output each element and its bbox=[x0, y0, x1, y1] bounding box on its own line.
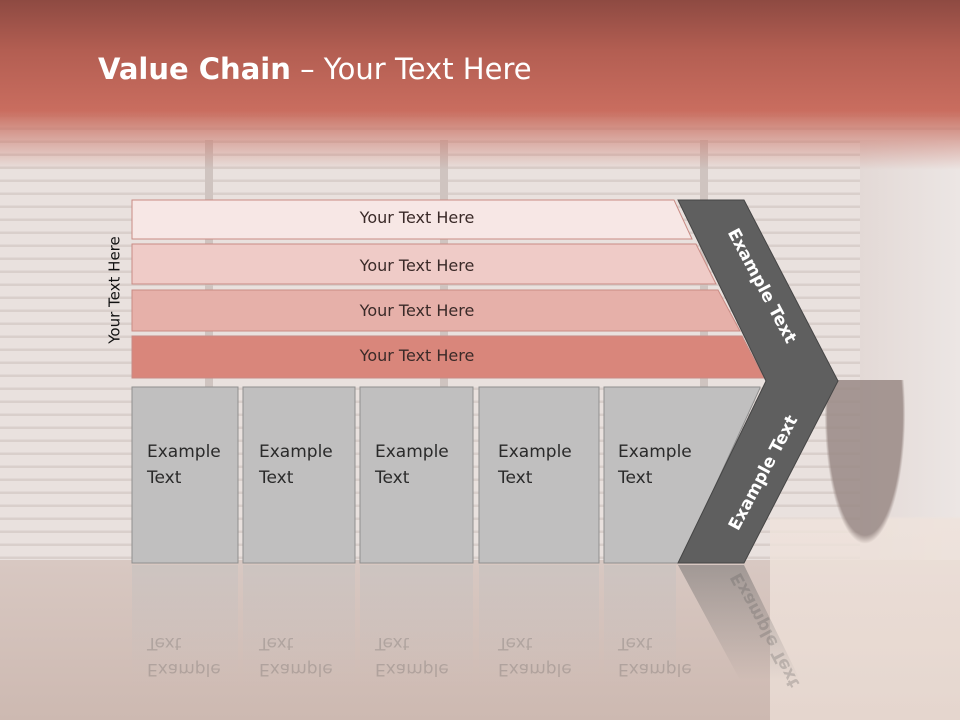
chevron-reflection bbox=[678, 565, 800, 680]
header-band bbox=[0, 0, 960, 170]
box-3-reflection bbox=[360, 565, 473, 685]
slide-title: Value Chain – Your Text Here bbox=[98, 52, 532, 86]
box-1-label: Example Text bbox=[147, 442, 221, 488]
box-3 bbox=[359, 386, 474, 564]
band-1-label: Your Text Here bbox=[359, 208, 475, 227]
band-4-label: Your Text Here bbox=[359, 346, 475, 365]
band-1 bbox=[131, 199, 693, 240]
box-4-reflection bbox=[479, 565, 599, 685]
title-rest: – Your Text Here bbox=[290, 52, 532, 86]
box-1-reflection bbox=[132, 565, 238, 685]
box-5-label: Example Text bbox=[618, 442, 692, 488]
box-2-reflection bbox=[243, 565, 355, 685]
box-2-label: Example Text bbox=[259, 442, 333, 488]
box-1 bbox=[131, 386, 239, 564]
box-3-label: Example Text bbox=[375, 442, 449, 488]
box-2 bbox=[242, 386, 356, 564]
band-3-label: Your Text Here bbox=[359, 301, 475, 320]
band-2 bbox=[131, 243, 717, 285]
box-2-label-reflection: Example Text bbox=[259, 633, 333, 679]
box-4-label: Example Text bbox=[498, 442, 572, 488]
box-3-label-reflection: Example Text bbox=[375, 633, 449, 679]
band-3 bbox=[131, 289, 741, 332]
title-bold: Value Chain bbox=[98, 52, 291, 86]
box-5-reflection bbox=[604, 565, 676, 685]
box-5-label-reflection: Example Text bbox=[618, 633, 692, 679]
chevron-arrow bbox=[677, 199, 839, 564]
band-2-label: Your Text Here bbox=[359, 256, 475, 275]
box-4-label-reflection: Example Text bbox=[498, 633, 572, 679]
box-1-label-reflection: Example Text bbox=[147, 633, 221, 679]
box-4 bbox=[478, 386, 600, 564]
